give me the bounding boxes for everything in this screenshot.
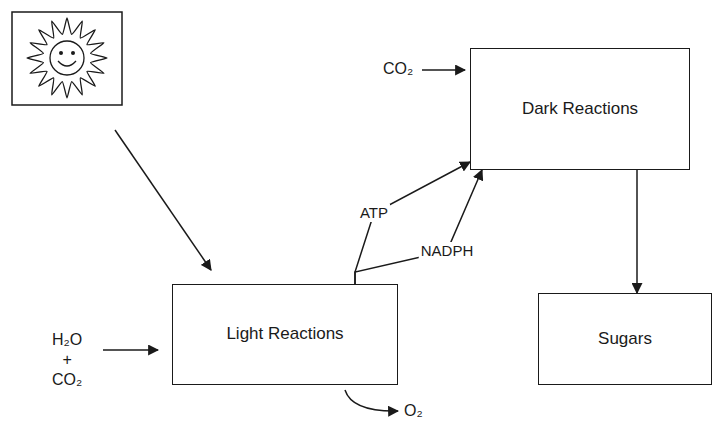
flow-arrow	[355, 162, 470, 284]
box-label: Sugars	[598, 329, 652, 349]
sun-smile	[58, 61, 76, 66]
sun-face	[50, 41, 84, 75]
process-box: Sugars	[538, 293, 712, 385]
sun-frame	[12, 12, 122, 105]
input-arrow	[103, 349, 158, 351]
light-arrow	[115, 130, 211, 270]
box-label: Dark Reactions	[522, 99, 638, 119]
flow-arrow	[355, 170, 482, 284]
sun-symbol	[27, 18, 107, 98]
edge-label: NADPH	[419, 242, 476, 260]
chemical-label: H₂O + CO₂	[52, 330, 82, 390]
input-arrow	[422, 69, 465, 71]
chemical-label: O₂	[404, 401, 423, 421]
box-label: Light Reactions	[226, 324, 343, 344]
output-arrow	[345, 390, 398, 411]
sun-eye	[71, 51, 75, 55]
chemical-label: CO₂	[383, 59, 413, 79]
process-box: Dark Reactions	[470, 48, 690, 170]
flow-arrow	[636, 170, 638, 293]
edge-label: ATP	[358, 204, 390, 222]
process-box: Light Reactions	[172, 284, 398, 385]
sun-eye	[59, 51, 63, 55]
sun-rays	[27, 18, 107, 98]
